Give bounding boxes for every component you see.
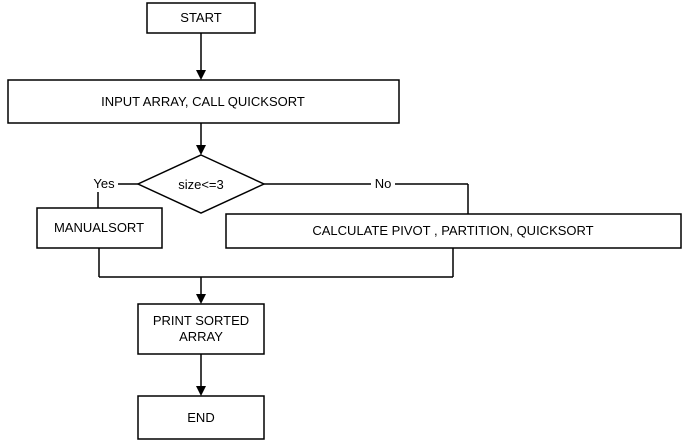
manualsort-node: MANUALSORT bbox=[36, 207, 163, 249]
connector-input-to-decision bbox=[196, 123, 206, 155]
no-label: No bbox=[375, 176, 392, 191]
recursive-box bbox=[225, 213, 682, 249]
no-branch: No bbox=[264, 176, 469, 214]
arrowhead bbox=[196, 70, 206, 80]
arrowhead bbox=[196, 294, 206, 304]
decision-label: size<=3 bbox=[178, 177, 224, 192]
no-label-bg bbox=[371, 176, 395, 192]
print-box bbox=[137, 303, 265, 355]
arrowhead bbox=[196, 386, 206, 396]
input-box bbox=[7, 79, 400, 124]
print-label-line2: ARRAY bbox=[179, 329, 223, 344]
end-node: END bbox=[137, 395, 265, 440]
decision-node: size<=3 bbox=[136, 154, 266, 214]
merge-connector bbox=[98, 248, 454, 304]
start-node: START bbox=[146, 2, 256, 34]
recursive-node: CALCULATE PIVOT , PARTITION, QUICKSORT bbox=[225, 213, 682, 249]
end-label: END bbox=[187, 410, 214, 425]
connector-print-to-end bbox=[196, 354, 206, 396]
end-box bbox=[137, 395, 265, 440]
connector-start-to-input bbox=[196, 33, 206, 80]
start-box bbox=[146, 2, 256, 34]
start-label: START bbox=[180, 10, 221, 25]
manualsort-label: MANUALSORT bbox=[54, 220, 144, 235]
input-node: INPUT ARRAY, CALL QUICKSORT bbox=[7, 79, 400, 124]
decision-diamond bbox=[136, 154, 266, 214]
input-label: INPUT ARRAY, CALL QUICKSORT bbox=[101, 94, 305, 109]
arrowhead bbox=[196, 145, 206, 155]
yes-label: Yes bbox=[93, 176, 115, 191]
print-node: PRINT SORTED ARRAY bbox=[137, 303, 265, 355]
yes-label-bg bbox=[90, 176, 118, 192]
recursive-label: CALCULATE PIVOT , PARTITION, QUICKSORT bbox=[312, 223, 593, 238]
print-label-line1: PRINT SORTED bbox=[153, 313, 249, 328]
yes-branch: Yes bbox=[90, 176, 138, 208]
